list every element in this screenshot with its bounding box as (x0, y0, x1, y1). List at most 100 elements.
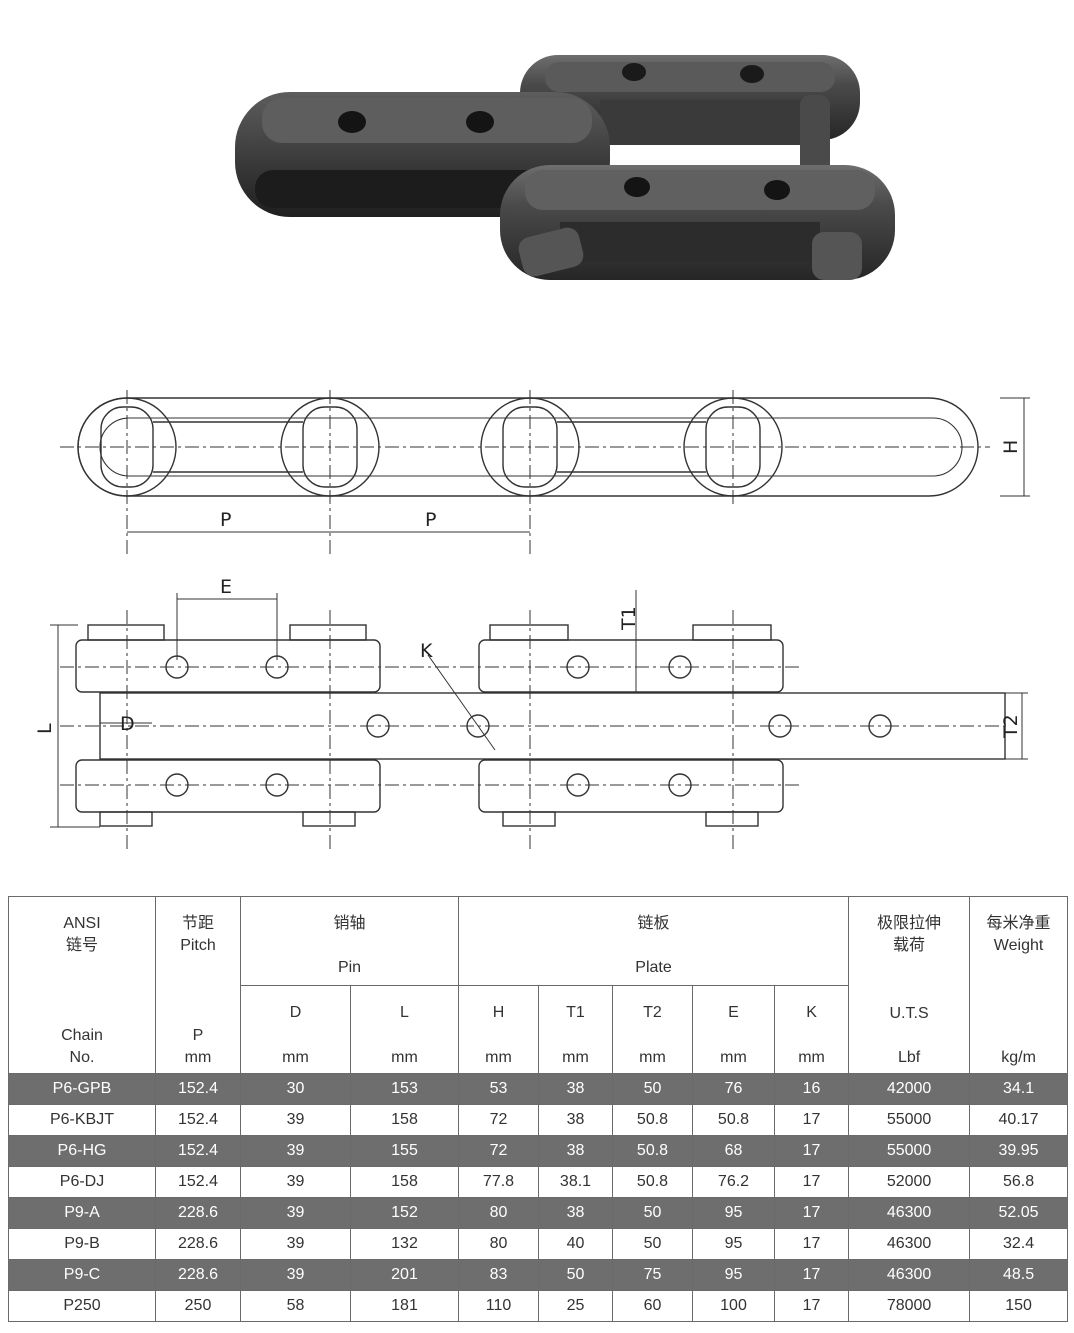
table-cell: 60 (612, 1290, 693, 1322)
table-cell: 95 (692, 1228, 775, 1260)
table-cell: 77.8 (458, 1166, 539, 1198)
table-cell: 80 (458, 1228, 539, 1260)
table-cell: 155 (350, 1135, 459, 1167)
table-cell: 152.4 (155, 1073, 241, 1105)
top-view-drawing: P P H (60, 390, 1030, 555)
table-cell: 17 (773, 1259, 850, 1291)
chain-link-back (520, 55, 860, 185)
table-cell: 46300 (848, 1228, 971, 1260)
table-cell: 48.5 (969, 1259, 1069, 1291)
table-cell: 38.1 (538, 1166, 613, 1198)
table-cell: 39 (240, 1104, 351, 1136)
table-cell: 181 (350, 1290, 459, 1322)
table-cell: 52.05 (969, 1197, 1069, 1229)
table-cell: 80 (458, 1197, 539, 1229)
table-cell: 40.17 (969, 1104, 1069, 1136)
table-cell: 95 (692, 1197, 775, 1229)
table-cell: 17 (773, 1228, 850, 1260)
table-cell: P6-GPB (8, 1073, 156, 1105)
table-cell: 83 (458, 1259, 539, 1291)
table-cell: 17 (773, 1135, 850, 1167)
table-cell: 39.95 (969, 1135, 1069, 1167)
table-cell: 78000 (848, 1290, 971, 1322)
table-cell: 39 (240, 1197, 351, 1229)
table-cell: 50.8 (612, 1104, 693, 1136)
table-cell: 39 (240, 1135, 351, 1167)
table-cell: 50 (538, 1259, 613, 1291)
table-cell: 152.4 (155, 1166, 241, 1198)
table-cell: 68 (692, 1135, 775, 1167)
table-cell: 110 (458, 1290, 539, 1322)
table-cell: 228.6 (155, 1197, 241, 1229)
table-cell: 152 (350, 1197, 459, 1229)
table-cell: 46300 (848, 1197, 971, 1229)
table-cell: P6-HG (8, 1135, 156, 1167)
table-cell: 53 (458, 1073, 539, 1105)
dim-label-height: H (1000, 440, 1022, 454)
table-cell: 152.4 (155, 1104, 241, 1136)
table-cell: 38 (538, 1073, 613, 1105)
table-cell: 38 (538, 1135, 613, 1167)
dim-label-pin-dia: D (120, 713, 135, 735)
header-plate-group: 链板 Plate (457, 896, 850, 986)
table-cell: 72 (458, 1135, 539, 1167)
table-cell: 150 (969, 1290, 1069, 1322)
table-cell: 50.8 (612, 1135, 693, 1167)
table-cell: 40 (538, 1228, 613, 1260)
header-pin-group: 销轴 Pin (240, 896, 459, 986)
dim-label-pitch-1: P (220, 509, 231, 531)
table-cell: 158 (350, 1104, 459, 1136)
table-cell: 34.1 (969, 1073, 1069, 1105)
table-cell: 39 (240, 1166, 351, 1198)
dim-label-hole-dia: K (420, 640, 433, 662)
table-cell: 50.8 (612, 1166, 693, 1198)
table-cell: 55000 (848, 1135, 971, 1167)
table-cell: 228.6 (155, 1228, 241, 1260)
table-cell: 38 (538, 1104, 613, 1136)
table-cell: 17 (773, 1197, 850, 1229)
table-cell: 38 (538, 1197, 613, 1229)
dim-label-pin-spacing: E (220, 576, 232, 598)
table-cell: 25 (538, 1290, 613, 1322)
table-cell: 72 (458, 1104, 539, 1136)
table-cell: 17 (773, 1166, 850, 1198)
table-cell: 50 (612, 1228, 693, 1260)
table-cell: 250 (155, 1290, 241, 1322)
table-cell: 55000 (848, 1104, 971, 1136)
table-cell: 17 (773, 1290, 850, 1322)
table-cell: 152.4 (155, 1135, 241, 1167)
table-cell: 58 (240, 1290, 351, 1322)
table-cell: P6-KBJT (8, 1104, 156, 1136)
table-cell: 50 (612, 1197, 693, 1229)
dim-label-t1: T1 (618, 606, 640, 631)
table-cell: 50.8 (692, 1104, 775, 1136)
table-cell: 16 (773, 1073, 850, 1105)
dim-label-pin-length: L (34, 723, 56, 734)
table-cell: 39 (240, 1228, 351, 1260)
table-cell: 17 (773, 1104, 850, 1136)
dim-label-t2: T2 (1000, 714, 1022, 739)
table-cell: 158 (350, 1166, 459, 1198)
table-cell: 100 (692, 1290, 775, 1322)
table-cell: 39 (240, 1259, 351, 1291)
side-view-drawing: E T1 T2 D L K (34, 576, 1028, 850)
table-cell: 50 (612, 1073, 693, 1105)
table-cell: 76 (692, 1073, 775, 1105)
